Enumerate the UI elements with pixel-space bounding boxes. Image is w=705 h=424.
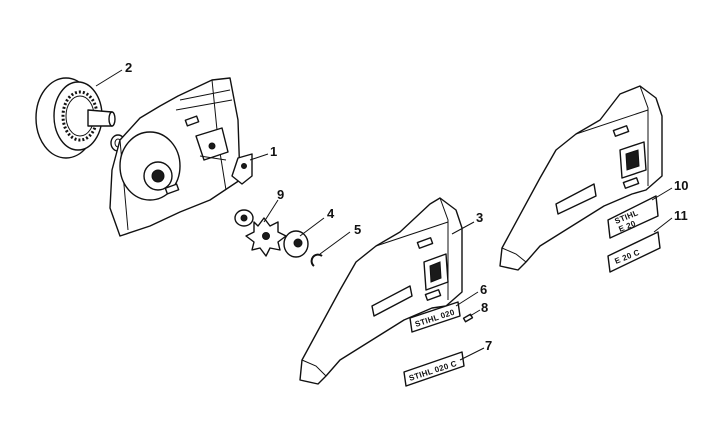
leader-11 [653, 217, 673, 233]
washer-part-9 [234, 209, 254, 227]
nameplate-part-11: E 20 C [607, 231, 661, 273]
callout-3: 3 [476, 210, 483, 225]
leader-3 [451, 221, 475, 235]
callout-10: 10 [674, 178, 688, 193]
callout-8: 8 [481, 300, 488, 315]
callout-9: 9 [277, 187, 284, 202]
leader-9 [263, 199, 279, 223]
sprocket-part [245, 217, 287, 257]
nameplate-part-10: STIHL E 20 [607, 195, 659, 239]
callout-5: 5 [354, 222, 361, 237]
nameplate-part-7: STIHL 020 C [403, 351, 465, 387]
leader-6 [455, 291, 479, 307]
tensioner-plate-part-1 [231, 153, 253, 185]
leader-lines [95, 69, 673, 361]
leader-10 [651, 187, 673, 201]
callout-11: 11 [674, 208, 688, 223]
sprocket-cover-part-3 [299, 197, 463, 385]
leader-4 [299, 217, 325, 237]
leader-1 [249, 153, 269, 161]
callout-6: 6 [480, 282, 487, 297]
callout-2: 2 [125, 60, 132, 75]
callout-1: 1 [270, 144, 277, 159]
clutch-drum-part-2 [35, 77, 126, 159]
leader-2 [95, 69, 123, 87]
sprocket-cover-variant [499, 85, 663, 271]
chain-housing-plate [109, 77, 241, 237]
leader-8 [469, 309, 481, 317]
callout-numbers: 2 1 9 4 5 3 6 8 7 10 11 [125, 60, 688, 353]
washer-part-4 [283, 230, 309, 258]
e-clip-part-5 [310, 253, 323, 267]
leader-5 [319, 231, 351, 255]
callout-4: 4 [327, 206, 335, 221]
callout-7: 7 [485, 338, 492, 353]
leader-7 [459, 347, 485, 361]
